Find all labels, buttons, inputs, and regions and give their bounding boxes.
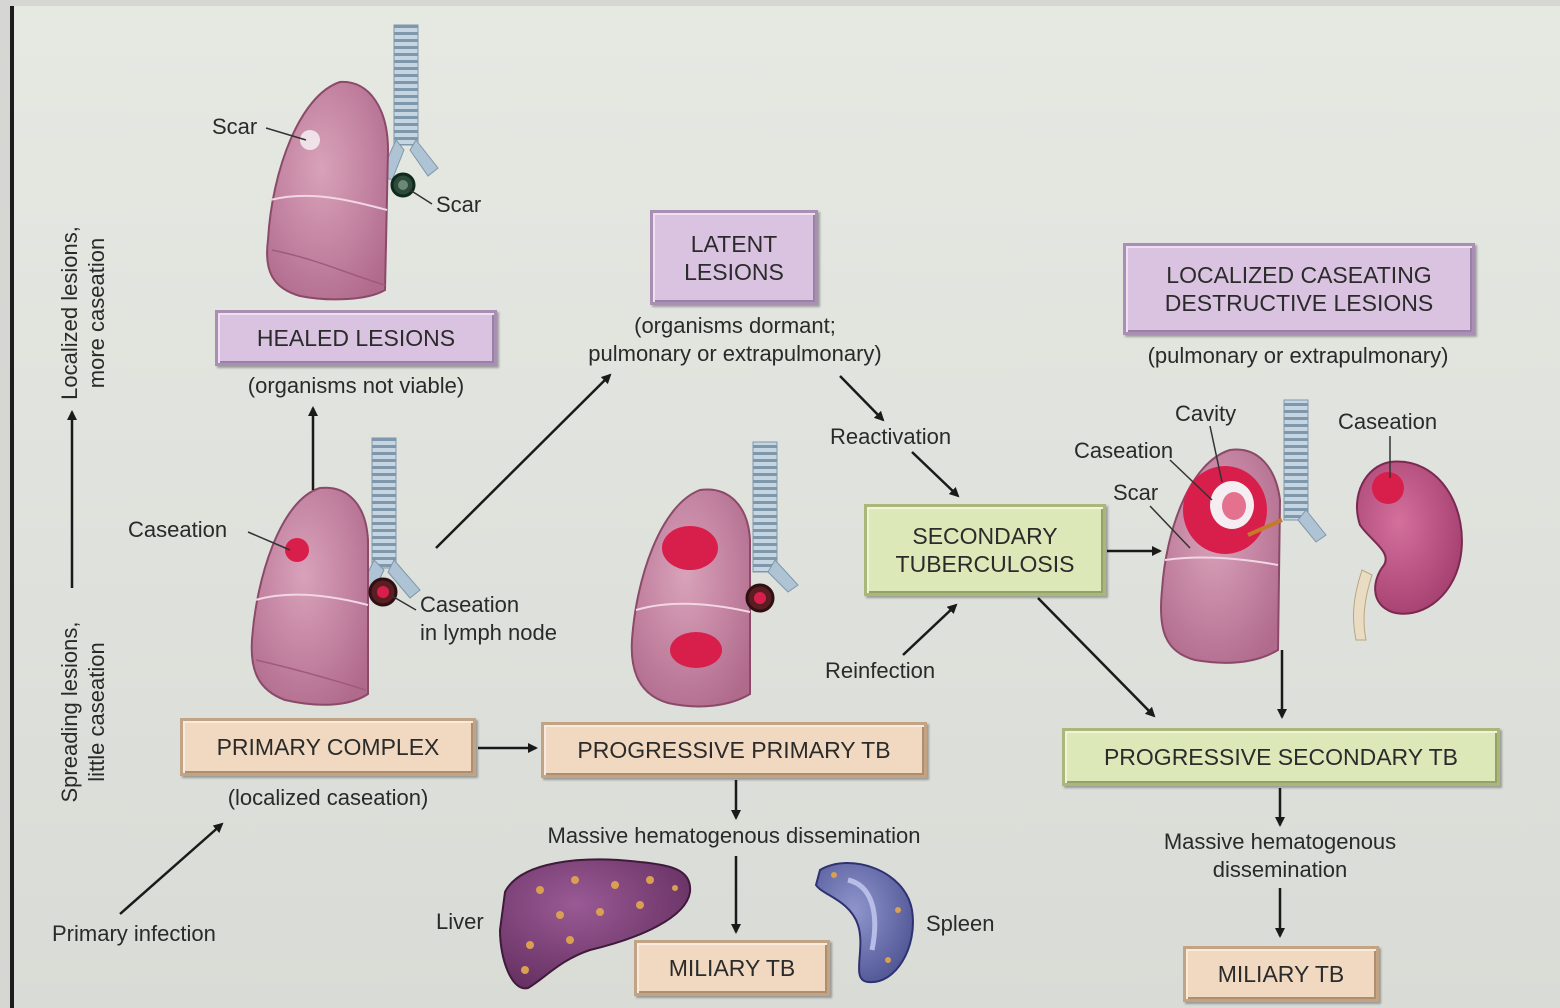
label-scar-secondary: Scar [1113, 479, 1158, 507]
massive-dissemination-left: Massive hematogenous dissemination [516, 822, 952, 850]
latent-sub-line2: pulmonary or extrapulmonary) [560, 340, 910, 368]
latent-subtitle: (organisms dormant; pulmonary or extrapu… [560, 312, 910, 368]
box-miliary-tb-left: MILIARY TB [634, 940, 830, 996]
primary-subtitle: (localized caseation) [180, 784, 476, 812]
label-cavity: Cavity [1175, 400, 1236, 428]
massive-right-line2: dissemination [1130, 856, 1430, 884]
box-progressive-primary-tb: PROGRESSIVE PRIMARY TB [541, 722, 927, 778]
axis-top-line2: more caseation [83, 183, 110, 443]
label-caseation-kidney: Caseation [1338, 408, 1437, 436]
box-secondary-tuberculosis: SECONDARY TUBERCULOSIS [864, 504, 1106, 596]
secondary-title-line1: SECONDARY [912, 522, 1057, 550]
miliary-left-title: MILIARY TB [669, 954, 796, 982]
healed-subtitle: (organisms not viable) [200, 372, 512, 400]
label-caseation-secondary: Caseation [1074, 437, 1173, 465]
box-primary-complex: PRIMARY COMPLEX [180, 718, 476, 776]
lung-progressive-primary [632, 442, 798, 706]
axis-bottom-line1: Spreading lesions, [56, 582, 83, 842]
progressive-primary-title: PROGRESSIVE PRIMARY TB [577, 736, 890, 764]
latent-title-line1: LATENT [691, 230, 777, 258]
miliary-right-title: MILIARY TB [1218, 960, 1345, 988]
axis-label-top: Localized lesions, more caseation [56, 183, 112, 443]
localized-subtitle: (pulmonary or extrapulmonary) [1118, 342, 1478, 370]
lung-secondary [1161, 400, 1326, 663]
label-caseation-lymph-node: Caseation in lymph node [420, 591, 557, 647]
caseation-node-line2: in lymph node [420, 619, 557, 647]
secondary-title-line2: TUBERCULOSIS [896, 550, 1075, 578]
progressive-secondary-title: PROGRESSIVE SECONDARY TB [1104, 743, 1458, 771]
healed-lesions-title: HEALED LESIONS [257, 324, 455, 352]
kidney [1354, 462, 1462, 640]
label-caseation-primary: Caseation [128, 516, 227, 544]
label-scar-node: Scar [436, 191, 481, 219]
massive-dissemination-right: Massive hematogenous dissemination [1130, 828, 1430, 884]
primary-complex-title: PRIMARY COMPLEX [217, 733, 440, 761]
box-progressive-secondary-tb: PROGRESSIVE SECONDARY TB [1062, 728, 1500, 786]
primary-infection-label: Primary infection [52, 920, 216, 948]
lung-healed [267, 25, 438, 299]
localized-title-line1: LOCALIZED CASEATING [1166, 261, 1431, 289]
box-latent-lesions: LATENT LESIONS [650, 210, 818, 305]
latent-sub-line1: (organisms dormant; [560, 312, 910, 340]
label-spleen: Spleen [926, 910, 995, 938]
axis-bottom-line2: little caseation [83, 582, 110, 842]
box-healed-lesions: HEALED LESIONS [215, 310, 497, 366]
axis-top-line1: Localized lesions, [56, 183, 83, 443]
caseation-node-line1: Caseation [420, 591, 557, 619]
massive-right-line1: Massive hematogenous [1130, 828, 1430, 856]
box-miliary-tb-right: MILIARY TB [1183, 946, 1379, 1002]
lung-primary [252, 438, 420, 705]
axis-label-bottom: Spreading lesions, little caseation [56, 582, 112, 842]
spleen [816, 863, 913, 982]
reactivation-label: Reactivation [830, 423, 951, 451]
reinfection-label: Reinfection [825, 657, 935, 685]
box-localized-lesions: LOCALIZED CASEATING DESTRUCTIVE LESIONS [1123, 243, 1475, 335]
label-liver: Liver [436, 908, 484, 936]
localized-title-line2: DESTRUCTIVE LESIONS [1165, 289, 1433, 317]
label-scar-lung: Scar [212, 113, 257, 141]
latent-title-line2: LESIONS [684, 258, 784, 286]
